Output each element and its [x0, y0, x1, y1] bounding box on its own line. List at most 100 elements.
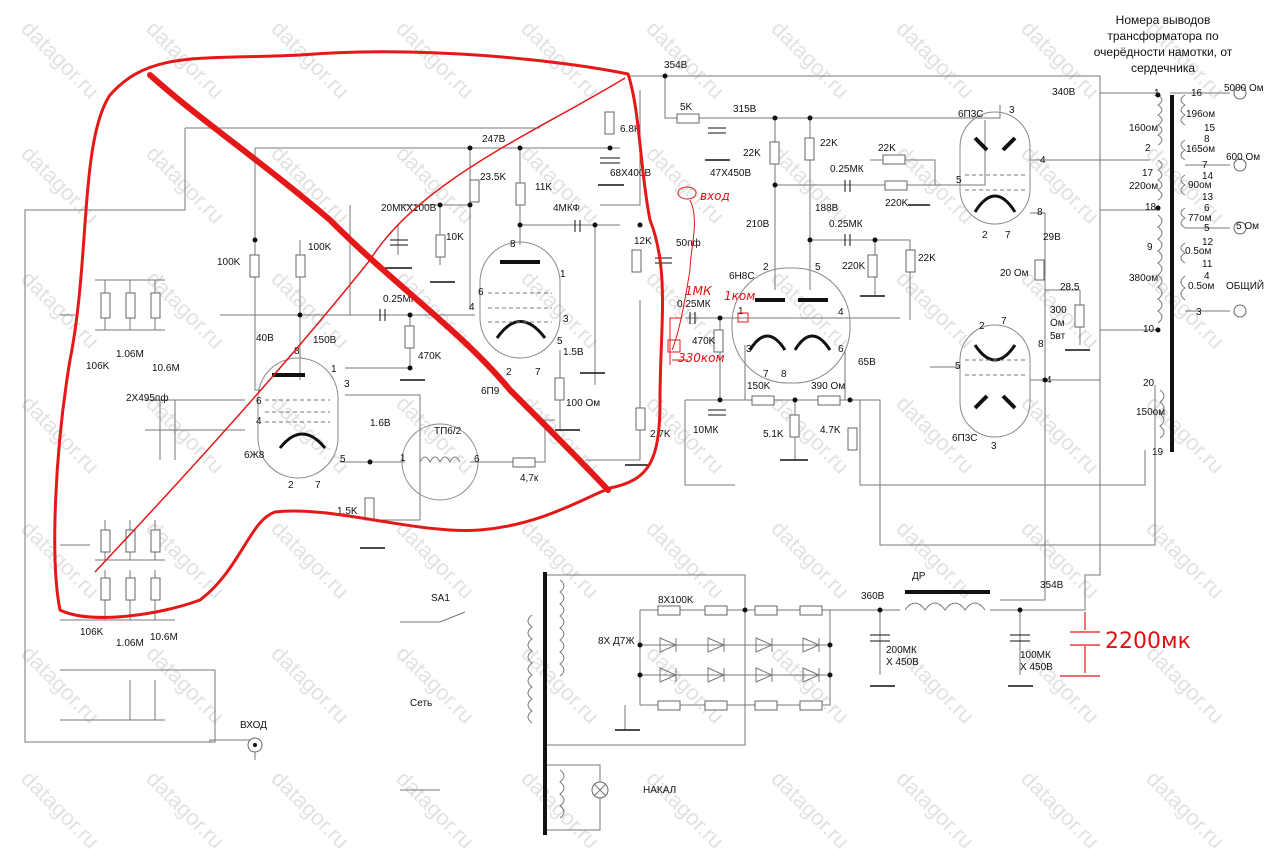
- resistor-label: 390 Ом: [811, 381, 845, 392]
- pin-number: 3: [1009, 105, 1015, 116]
- tube-6p3s-bottom: [959, 324, 1031, 438]
- output-terminal-common: [1233, 304, 1247, 318]
- pin-numbers: 3 4 5 8 2 7 2 7 8 5 4 3 2 5 4 1 3 7 8 6 …: [256, 88, 1216, 491]
- pin-number: 20: [1143, 378, 1155, 389]
- watermarks: datagor.ru datagor.ru datagor.ru datagor.ru…: [16, 16, 1268, 854]
- pin-number: 2: [1145, 143, 1151, 154]
- pin-number: 4: [1040, 155, 1046, 166]
- watermark: datagor.ru: [641, 766, 729, 854]
- vacuum-tubes: [257, 111, 1031, 501]
- red-input-circle: [677, 186, 697, 200]
- transformer-note: трансформатора по: [1107, 29, 1219, 43]
- voltage-label: 150В: [313, 335, 337, 346]
- pin-number: 11: [1202, 259, 1213, 270]
- capacitor-label: 20МКХ100В: [381, 203, 437, 214]
- resistor-label: 22K: [918, 253, 936, 264]
- pin-number: 3: [991, 441, 997, 452]
- annotation-resistor: 1ком: [724, 289, 755, 303]
- capacitor-label: 47X450В: [710, 168, 751, 179]
- watermark: datagor.ru: [1141, 641, 1229, 729]
- pin-number: 5: [956, 175, 962, 186]
- capacitor-label: 4МКФ: [553, 203, 580, 214]
- capacitor-label: X 450В: [1020, 662, 1053, 673]
- transformer-note: Номера выводов: [1116, 13, 1211, 27]
- red-loop-outline: [53, 50, 664, 619]
- watermark: datagor.ru: [891, 766, 979, 854]
- annotation-input: вход: [700, 189, 730, 203]
- pin-number: 4: [256, 416, 262, 427]
- resistor-label: 11K: [535, 182, 552, 193]
- pin-number: 1: [400, 453, 406, 464]
- resistor-label: Ом: [1050, 318, 1065, 329]
- resistor-label: 4.7K: [820, 425, 841, 436]
- voltage-label: 354В: [1040, 580, 1064, 591]
- output-terminal-label: 5000 Ом: [1224, 83, 1264, 94]
- resistor-label: 8X100K: [658, 595, 694, 606]
- winding-label: 0.5ом: [1188, 281, 1214, 292]
- resistor-label: 470K: [692, 336, 716, 347]
- watermark: datagor.ru: [891, 16, 979, 104]
- pin-number: 2: [979, 321, 985, 332]
- pin-number: 5: [557, 336, 563, 347]
- watermark: datagor.ru: [266, 516, 354, 604]
- pin-number: 6: [838, 344, 844, 355]
- watermark: datagor.ru: [391, 141, 479, 229]
- watermark: datagor.ru: [516, 141, 604, 229]
- voltage-label: 315В: [733, 104, 757, 115]
- voltage-label: 354В: [664, 60, 688, 71]
- resistor-label: 20 Ом: [1000, 268, 1029, 279]
- output-terminal-5000: [1233, 86, 1247, 100]
- pin-number: 1: [331, 364, 337, 375]
- mains-label: Сеть: [410, 698, 432, 709]
- watermark: datagor.ru: [1016, 766, 1104, 854]
- heater-label: НАКАЛ: [643, 785, 676, 796]
- voltage-label: 1.5В: [563, 347, 584, 358]
- output-terminal-5: [1233, 221, 1247, 235]
- watermark: datagor.ru: [266, 141, 354, 229]
- watermark: datagor.ru: [16, 641, 104, 729]
- winding-label: 196ом: [1186, 109, 1215, 120]
- pin-number: 8: [510, 239, 516, 250]
- resistor-label: 106K: [80, 627, 104, 638]
- capacitors-grounds: [360, 127, 1090, 731]
- resistor-label: 220K: [842, 261, 866, 272]
- capacitor-label: 200МК: [886, 645, 917, 656]
- watermark: datagor.ru: [391, 641, 479, 729]
- watermark: datagor.ru: [16, 266, 104, 354]
- watermark: datagor.ru: [766, 641, 854, 729]
- capacitor-label: X 450В: [886, 657, 919, 668]
- watermark: datagor.ru: [266, 641, 354, 729]
- pin-number: 7: [535, 367, 541, 378]
- pin-number: 1: [1154, 88, 1160, 99]
- resistor-label: 22K: [743, 148, 761, 159]
- watermark: datagor.ru: [766, 16, 854, 104]
- pin-number: 8: [1037, 207, 1043, 218]
- capacitor-label: 50пф: [676, 237, 701, 249]
- diode-bridge: [659, 637, 821, 683]
- pin-number: 2: [288, 480, 294, 491]
- resistor-label: 5вт: [1050, 331, 1066, 342]
- watermark: datagor.ru: [16, 516, 104, 604]
- pin-number: 7: [1202, 160, 1208, 171]
- pin-number: 5: [1204, 223, 1210, 234]
- winding-label: 90ом: [1188, 180, 1212, 191]
- component-labels: Номера выводов трансформатора по очерёдн…: [80, 13, 1264, 796]
- pin-number: 8: [1038, 339, 1044, 350]
- tube-label: 6П9: [481, 386, 500, 397]
- capacitor-label: 100МК: [1020, 650, 1051, 661]
- voltage-label: 360В: [861, 591, 885, 602]
- pin-number: 8: [1204, 134, 1210, 145]
- pin-number: 6: [256, 396, 262, 407]
- winding-label: 150ом: [1136, 407, 1165, 418]
- pin-number: 2: [763, 262, 769, 273]
- watermark: datagor.ru: [391, 766, 479, 854]
- pin-number: 8: [294, 346, 300, 357]
- red-cross-stroke: [147, 72, 611, 493]
- junction-dots: [252, 73, 1161, 678]
- pin-number: 14: [1202, 171, 1214, 182]
- watermark: datagor.ru: [641, 516, 729, 604]
- resistor-label: 100K: [308, 242, 332, 253]
- resistor-label: 106K: [86, 361, 110, 372]
